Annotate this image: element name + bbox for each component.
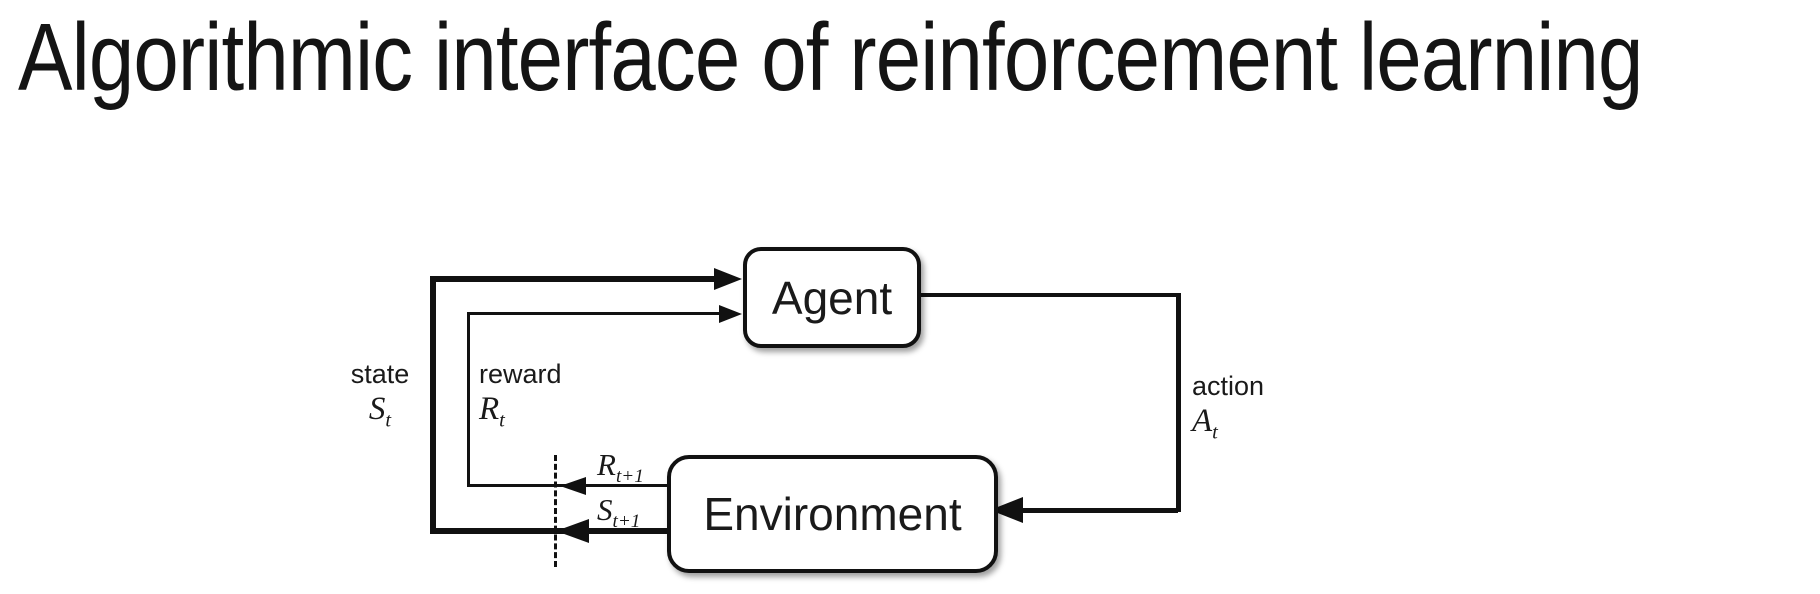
next-reward-symbol: Rt+1: [597, 447, 644, 488]
arrowhead-next-reward: [560, 477, 586, 495]
state-loop-bottom-line: [430, 528, 667, 534]
state-loop-top-line: [430, 276, 716, 282]
state-label-group: state St: [330, 358, 430, 434]
time-step-divider-dashed-line: [554, 455, 557, 567]
action-loop-bottom-line: [1022, 508, 1178, 513]
agent-label: Agent: [771, 271, 893, 324]
reward-label: reward: [479, 359, 562, 389]
environment-box: Environment: [667, 455, 998, 573]
action-loop-top-line: [911, 293, 1180, 297]
action-symbol: At: [1192, 403, 1218, 444]
reward-symbol: Rt: [479, 391, 505, 432]
reward-loop-left-line: [467, 312, 470, 487]
reward-label-group: reward Rt: [479, 358, 562, 434]
action-label: action: [1192, 371, 1265, 401]
state-label: state: [350, 359, 410, 389]
arrowhead-next-state: [556, 519, 589, 543]
state-symbol: St: [368, 391, 392, 432]
agent-box: Agent: [743, 247, 921, 348]
action-label-group: action At: [1192, 370, 1264, 446]
reward-loop-top-line: [467, 312, 719, 315]
action-loop-right-line: [1176, 293, 1181, 512]
environment-label: Environment: [703, 488, 962, 540]
arrowhead-state-into-agent: [714, 268, 742, 290]
slide-title: Algorithmic interface of reinforcement l…: [18, 4, 1643, 111]
state-loop-left-line: [430, 276, 436, 534]
arrowhead-reward-into-agent: [719, 305, 742, 323]
next-state-symbol: St+1: [597, 492, 641, 533]
